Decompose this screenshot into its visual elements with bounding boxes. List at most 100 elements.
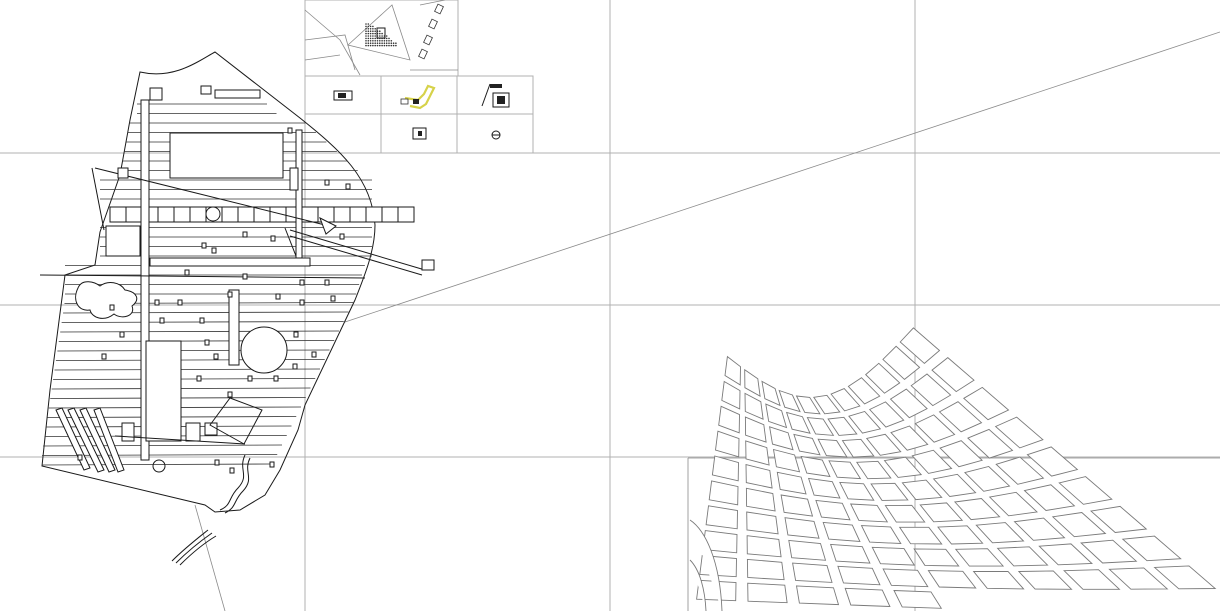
map-dot (365, 44, 367, 47)
map-dot (390, 42, 393, 44)
map-dot (383, 44, 386, 47)
street-block (745, 464, 773, 489)
street-block (860, 525, 902, 544)
street-block (847, 377, 881, 405)
map-dot (379, 42, 381, 44)
map-dot (388, 37, 390, 40)
map-dot (372, 42, 374, 44)
plot-mark (275, 293, 281, 300)
arc-road-b (175, 532, 213, 564)
plot-mark (204, 339, 210, 346)
plaza-curve (689, 559, 707, 611)
block-large-rectangle (169, 132, 284, 179)
street-block (807, 477, 841, 499)
street-block (927, 570, 977, 589)
thumbnail-sheet-detail[interactable] (412, 127, 427, 140)
street-block (744, 392, 764, 420)
street-block (954, 548, 1005, 567)
map-dot (376, 42, 379, 44)
thumbnail-sheet-symbol[interactable] (491, 130, 501, 140)
street-block (1063, 569, 1121, 590)
map-dot (385, 37, 388, 40)
plot-mark (227, 291, 233, 298)
row-square (221, 206, 239, 223)
map-dot (367, 25, 370, 28)
lower-building (145, 340, 182, 442)
left-square-block (105, 225, 141, 257)
plot-mark (242, 273, 248, 280)
map-dot (381, 44, 383, 47)
plot-mark (119, 331, 125, 338)
map-dot (365, 23, 367, 25)
row-square (237, 206, 255, 223)
secondary-axis (295, 129, 303, 261)
street-block (963, 386, 1010, 421)
street-block (882, 345, 921, 380)
street-block (785, 411, 811, 434)
map-dot (383, 42, 386, 44)
spur-line-a (289, 229, 426, 271)
map-dot (367, 32, 370, 35)
diagonal-bars (55, 407, 125, 473)
plot-mark (324, 279, 330, 286)
thumbnail-sheet-plan-b-highlighted[interactable] (400, 84, 436, 110)
long-road (39, 274, 366, 279)
spur-line-b (289, 235, 423, 276)
street-block (744, 368, 761, 398)
map-dot (365, 42, 367, 44)
perspective-street-grid[interactable] (689, 327, 1217, 611)
map-dot (381, 35, 383, 37)
street-block (776, 471, 807, 495)
street-block (890, 425, 929, 451)
street-block (884, 504, 926, 523)
street-block (765, 403, 788, 429)
plot-mark (287, 127, 293, 134)
nw-edge (91, 167, 105, 231)
map-dot (365, 28, 367, 30)
row-square (381, 206, 399, 223)
street-block (772, 448, 801, 473)
map-dot (365, 32, 367, 35)
street-block (898, 526, 943, 545)
map-dot (374, 35, 377, 37)
plot-mark (227, 391, 233, 398)
row-square (349, 206, 367, 223)
thumbnail-sheet-plan-a[interactable] (333, 90, 353, 101)
thumbnail-sheets[interactable] (304, 0, 534, 154)
plot-mark (201, 242, 207, 249)
map-dot (385, 40, 388, 42)
street-block (745, 440, 770, 466)
street-block (784, 517, 820, 539)
row-square (365, 206, 383, 223)
wavy-channel-2 (224, 457, 251, 514)
map-dot (372, 32, 374, 35)
plot-mark (199, 317, 205, 324)
map-dot (374, 44, 377, 47)
plot-mark (77, 454, 83, 461)
map-dot (379, 32, 381, 35)
map-dot (369, 35, 372, 37)
street-block (931, 357, 975, 393)
map-dot (372, 35, 374, 37)
map-dot (365, 35, 367, 37)
site-plan[interactable] (39, 51, 435, 566)
map-dot (390, 44, 393, 47)
thumbnail-sheet-building[interactable] (481, 83, 510, 108)
block-top-bar (214, 89, 261, 99)
street-block (815, 499, 851, 521)
map-dot (367, 28, 370, 30)
plot-mark (154, 299, 160, 306)
map-dot (379, 40, 381, 42)
street-block (995, 456, 1045, 485)
street-block (870, 482, 909, 501)
map-dot (381, 40, 383, 42)
site-boundary (41, 51, 376, 513)
map-dot (379, 44, 381, 47)
street-block (939, 440, 983, 468)
street-block (708, 480, 739, 506)
plot-mark (299, 299, 305, 306)
street-block (1058, 476, 1113, 505)
thumbnail-location-map[interactable] (304, 0, 459, 77)
